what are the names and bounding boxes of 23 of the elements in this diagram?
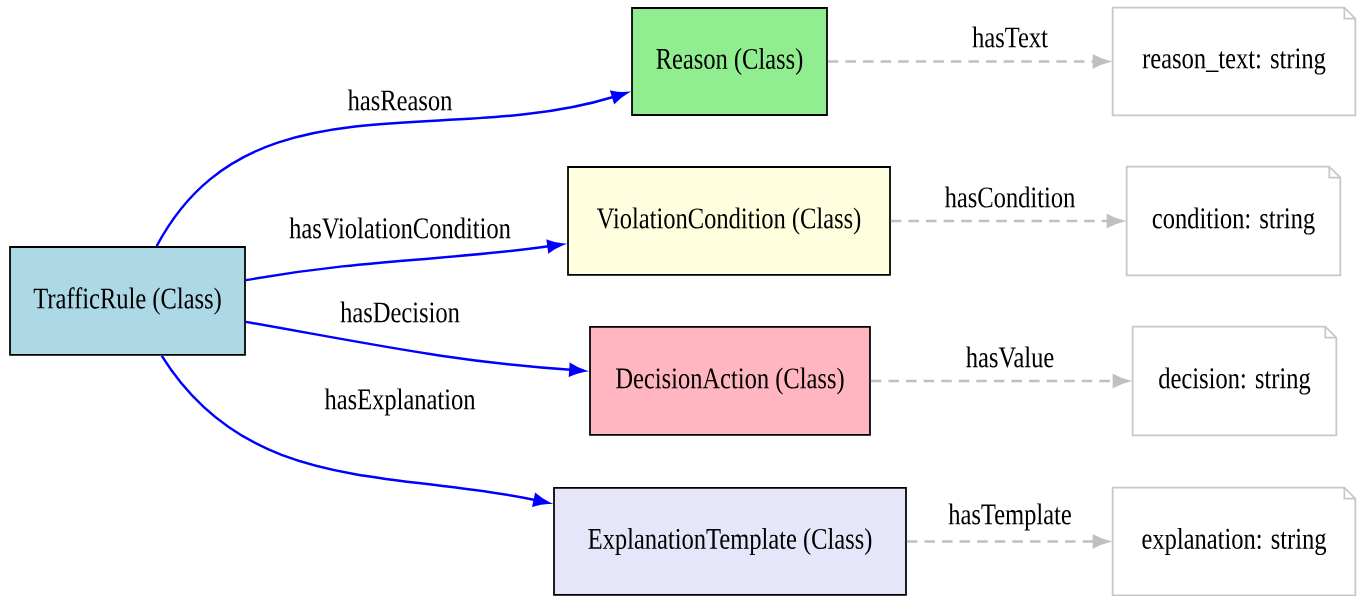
edge-label: hasReason (345, 87, 455, 113)
edge-label: hasValue (964, 344, 1056, 370)
edge-label: hasViolationCondition (287, 215, 513, 241)
edge-label: hasCondition (942, 184, 1078, 210)
note-box: decision: string (1131, 325, 1338, 437)
arrow (155, 90, 628, 247)
class-box: ExplanationTemplate (Class) (553, 487, 907, 596)
edge-label: hasExplanation (322, 386, 478, 418)
arrow (890, 214, 1123, 228)
arrow (245, 320, 586, 377)
class-box: DecisionAction (Class) (589, 326, 871, 436)
arrow (160, 355, 550, 507)
edge-label: hasDecision (338, 299, 462, 325)
class-box: Reason (Class) (631, 7, 828, 116)
edge-label: hasTemplate (946, 501, 1074, 533)
class-box: TrafficRule (Class) (9, 246, 246, 356)
note-box: reason_text: string (1111, 6, 1357, 117)
class-box: ViolationCondition (Class) (567, 166, 891, 276)
edge-label: hasText (970, 24, 1050, 50)
note-box: condition: string (1125, 165, 1342, 277)
arrow (245, 239, 564, 282)
note-box: explanation: string (1111, 486, 1357, 596)
arrow (870, 374, 1129, 388)
